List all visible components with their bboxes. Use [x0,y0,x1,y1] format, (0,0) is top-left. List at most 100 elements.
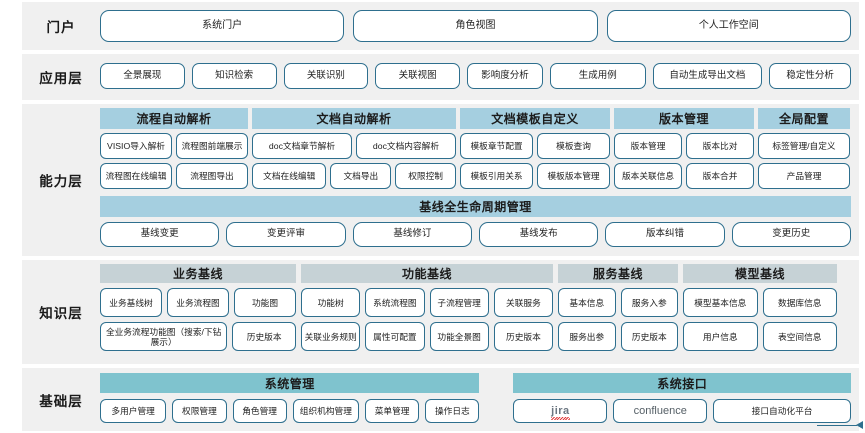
baseline-item-change-review[interactable]: 变更评审 [226,222,346,247]
foundation-item-menu-mgmt[interactable]: 菜单管理 [365,399,420,423]
capability-item-template-version-mgmt[interactable]: 模板版本管理 [537,163,610,189]
knowledge-item-full-business-flow-function-chart[interactable]: 全业务流程功能图（搜索/下钻展示） [100,322,228,351]
layer-body-portal: 系统门户 角色视图 个人工作空间 [100,2,851,50]
capability-group-title-2: 文档模板自定义 [460,108,610,129]
application-item-4[interactable]: 影响度分析 [467,63,543,89]
knowledge-item-service-basic-info[interactable]: 基本信息 [558,288,616,317]
foundation-item-interface-automation-platform[interactable]: 接口自动化平台 [713,399,851,423]
knowledge-group-title-2: 服务基线 [558,264,678,283]
capability-item-doc-content-parse[interactable]: doc文档内容解析 [356,133,456,159]
foundation-item-permission-mgmt[interactable]: 权限管理 [172,399,227,423]
layer-band-foundation: 基础层 系统管理 多用户管理 权限管理 角色管理 组织机构管理 菜单管理 操作日… [22,368,859,431]
capability-baseline-title: 基线全生命周期管理 [100,196,851,217]
capability-item-template-chapter-config[interactable]: 模板章节配置 [460,133,533,159]
capability-group-1-row-0: doc文档章节解析 doc文档内容解析 [252,133,456,159]
foundation-group-title-0: 系统管理 [100,373,480,393]
baseline-item-change-history[interactable]: 变更历史 [731,222,851,247]
application-item-7[interactable]: 稳定性分析 [769,63,852,89]
capability-item-visio-import[interactable]: VISIO导入解析 [100,133,172,159]
foundation-item-role-mgmt[interactable]: 角色管理 [232,399,287,423]
capability-item-flow-online-edit[interactable]: 流程图在线编辑 [100,163,172,189]
capability-item-version-compare[interactable]: 版本比对 [686,133,754,159]
knowledge-item-business-baseline-tree[interactable]: 业务基线树 [100,288,162,317]
capability-item-permission-control[interactable]: 权限控制 [395,163,456,189]
pointer-arrow-icon [856,421,863,429]
knowledge-group-function-baseline: 功能基线 功能树 系统流程图 子流程管理 关联服务 关联业务规则 属性可配置 功… [301,264,553,356]
portal-item-0[interactable]: 系统门户 [100,10,345,42]
capability-item-flow-frontend-display[interactable]: 流程图前端展示 [176,133,248,159]
knowledge-item-function-tree[interactable]: 功能树 [301,288,361,317]
knowledge-item-related-business-rule[interactable]: 关联业务规则 [301,322,361,351]
knowledge-item-related-service[interactable]: 关联服务 [493,288,553,317]
knowledge-item-service-output-param[interactable]: 服务出参 [558,322,616,351]
application-item-2[interactable]: 关联识别 [283,63,369,89]
capability-item-template-reference[interactable]: 模板引用关系 [460,163,533,189]
application-item-0[interactable]: 全景展现 [100,63,185,89]
capability-baseline-row: 基线变更 变更评审 基线修订 基线发布 版本纠错 变更历史 [100,222,851,247]
knowledge-group-1-row-1: 关联业务规则 属性可配置 功能全景图 历史版本 [301,322,553,351]
knowledge-group-0-row-1: 全业务流程功能图（搜索/下钻展示） 历史版本 [100,322,296,351]
capability-item-doc-chapter-parse[interactable]: doc文档章节解析 [252,133,352,159]
capability-item-version-relation-info[interactable]: 版本关联信息 [614,163,682,189]
knowledge-group-row: 业务基线 业务基线树 业务流程图 功能图 全业务流程功能图（搜索/下钻展示） 历… [100,264,851,356]
capability-group-0-row-0: VISIO导入解析 流程图前端展示 [100,133,248,159]
knowledge-item-user-info[interactable]: 用户信息 [683,322,758,351]
capability-group-title-3: 版本管理 [614,108,754,129]
application-button-row: 全景展现 知识检索 关联识别 关联视图 影响度分析 生成用例 自动生成导出文档 … [100,63,852,89]
baseline-item-revise[interactable]: 基线修订 [352,222,472,247]
foundation-item-jira[interactable]: jira [513,399,608,423]
capability-group-process-parse: 流程自动解析 VISIO导入解析 流程图前端展示 流程图在线编辑 流程图导出 [100,108,248,190]
knowledge-group-model-baseline: 模型基线 模型基本信息 数据库信息 用户信息 表空间信息 [683,264,837,356]
knowledge-item-subflow-mgmt[interactable]: 子流程管理 [429,288,489,317]
capability-item-template-query[interactable]: 模板查询 [537,133,610,159]
capability-group-4-row-0: 标签管理/自定义 [758,133,850,159]
application-item-6[interactable]: 自动生成导出文档 [652,63,763,89]
capability-group-2-row-1: 模板引用关系 模板版本管理 [460,163,610,189]
application-item-3[interactable]: 关联视图 [375,63,461,89]
knowledge-item-function-chart[interactable]: 功能图 [234,288,296,317]
confluence-logo-text: confluence [633,404,687,417]
baseline-item-version-correction[interactable]: 版本纠错 [605,222,725,247]
layer-label-foundation: 基础层 [39,393,83,409]
left-edge-line [0,0,2,433]
application-item-5[interactable]: 生成用例 [549,63,646,89]
capability-item-version-merge[interactable]: 版本合并 [686,163,754,189]
foundation-item-operation-log[interactable]: 操作日志 [425,399,480,423]
foundation-item-confluence[interactable]: confluence [613,399,708,423]
application-item-1[interactable]: 知识检索 [191,63,277,89]
capability-group-global-config: 全局配置 标签管理/自定义 产品管理 [758,108,850,190]
knowledge-item-business-history-version[interactable]: 历史版本 [232,322,296,351]
knowledge-item-system-flow-chart[interactable]: 系统流程图 [365,288,425,317]
knowledge-item-attribute-configurable[interactable]: 属性可配置 [365,322,425,351]
capability-group-2-row-0: 模板章节配置 模板查询 [460,133,610,159]
layer-band-portal: 门户 系统门户 角色视图 个人工作空间 [22,2,859,50]
knowledge-item-service-input-param[interactable]: 服务入参 [620,288,678,317]
capability-item-product-mgmt[interactable]: 产品管理 [758,163,850,189]
jira-logo-text: jira [551,404,570,420]
foundation-item-org-structure-mgmt[interactable]: 组织机构管理 [292,399,359,423]
capability-item-doc-online-edit[interactable]: 文档在线编辑 [252,163,327,189]
knowledge-item-model-basic-info[interactable]: 模型基本信息 [683,288,758,317]
portal-item-2[interactable]: 个人工作空间 [606,10,851,42]
capability-group-row: 流程自动解析 VISIO导入解析 流程图前端展示 流程图在线编辑 流程图导出 文… [100,108,851,190]
knowledge-group-2-row-0: 基本信息 服务入参 [558,288,678,317]
knowledge-item-business-flow-chart[interactable]: 业务流程图 [167,288,229,317]
knowledge-item-database-info[interactable]: 数据库信息 [762,288,837,317]
foundation-item-multi-user-mgmt[interactable]: 多用户管理 [100,399,167,423]
knowledge-item-service-history-version[interactable]: 历史版本 [620,322,678,351]
portal-item-1[interactable]: 角色视图 [353,10,598,42]
capability-item-tag-mgmt-custom[interactable]: 标签管理/自定义 [758,133,850,159]
knowledge-item-function-history-version[interactable]: 历史版本 [493,322,553,351]
capability-item-flow-export[interactable]: 流程图导出 [176,163,248,189]
baseline-item-change[interactable]: 基线变更 [100,222,220,247]
capability-item-version-mgmt[interactable]: 版本管理 [614,133,682,159]
knowledge-group-1-row-0: 功能树 系统流程图 子流程管理 关联服务 [301,288,553,317]
foundation-group-system-mgmt: 系统管理 多用户管理 权限管理 角色管理 组织机构管理 菜单管理 操作日志 [100,373,480,427]
capability-item-doc-export[interactable]: 文档导出 [330,163,392,189]
knowledge-item-tablespace-info[interactable]: 表空间信息 [762,322,837,351]
baseline-item-publish[interactable]: 基线发布 [478,222,599,247]
knowledge-item-function-panorama[interactable]: 功能全景图 [429,322,489,351]
capability-group-doc-template: 文档模板自定义 模板章节配置 模板查询 模板引用关系 模板版本管理 [460,108,610,190]
knowledge-group-title-3: 模型基线 [683,264,837,283]
